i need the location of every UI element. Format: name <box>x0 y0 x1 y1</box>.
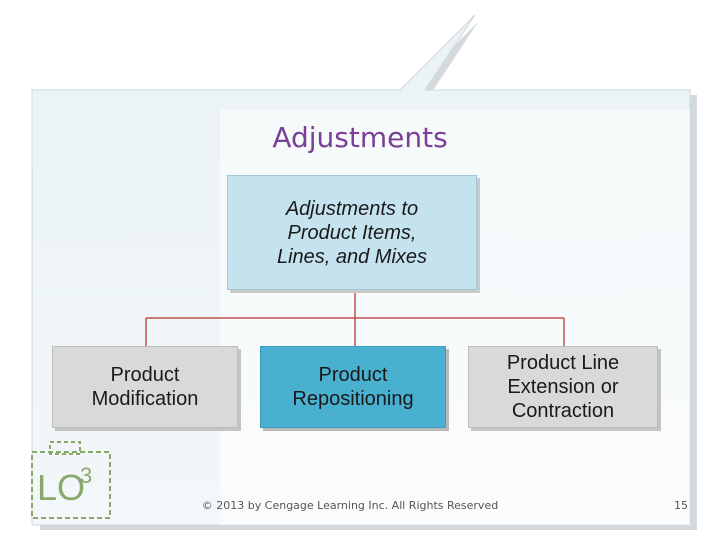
lo-label: LO <box>37 467 86 508</box>
page-number: 15 <box>674 499 688 512</box>
slide-title: Adjustments <box>272 121 448 154</box>
child-node-modification: Product Modification <box>52 346 238 428</box>
lo-badge-icon <box>31 441 111 519</box>
child-node-label: Product Line Extension or Contraction <box>506 352 620 422</box>
child-node-repositioning: Product Repositioning <box>260 346 446 428</box>
root-node: Adjustments to Product Items, Lines, and… <box>227 175 477 290</box>
child-node-line-extension: Product Line Extension or Contraction <box>468 346 658 428</box>
lo-number: 3 <box>80 463 93 488</box>
copyright-footer: © 2013 by Cengage Learning Inc. All Righ… <box>201 499 499 512</box>
child-node-label: Product Repositioning <box>292 364 414 410</box>
root-node-label: Adjustments to Product Items, Lines, and… <box>276 197 428 268</box>
child-node-label: Product Modification <box>91 364 199 410</box>
